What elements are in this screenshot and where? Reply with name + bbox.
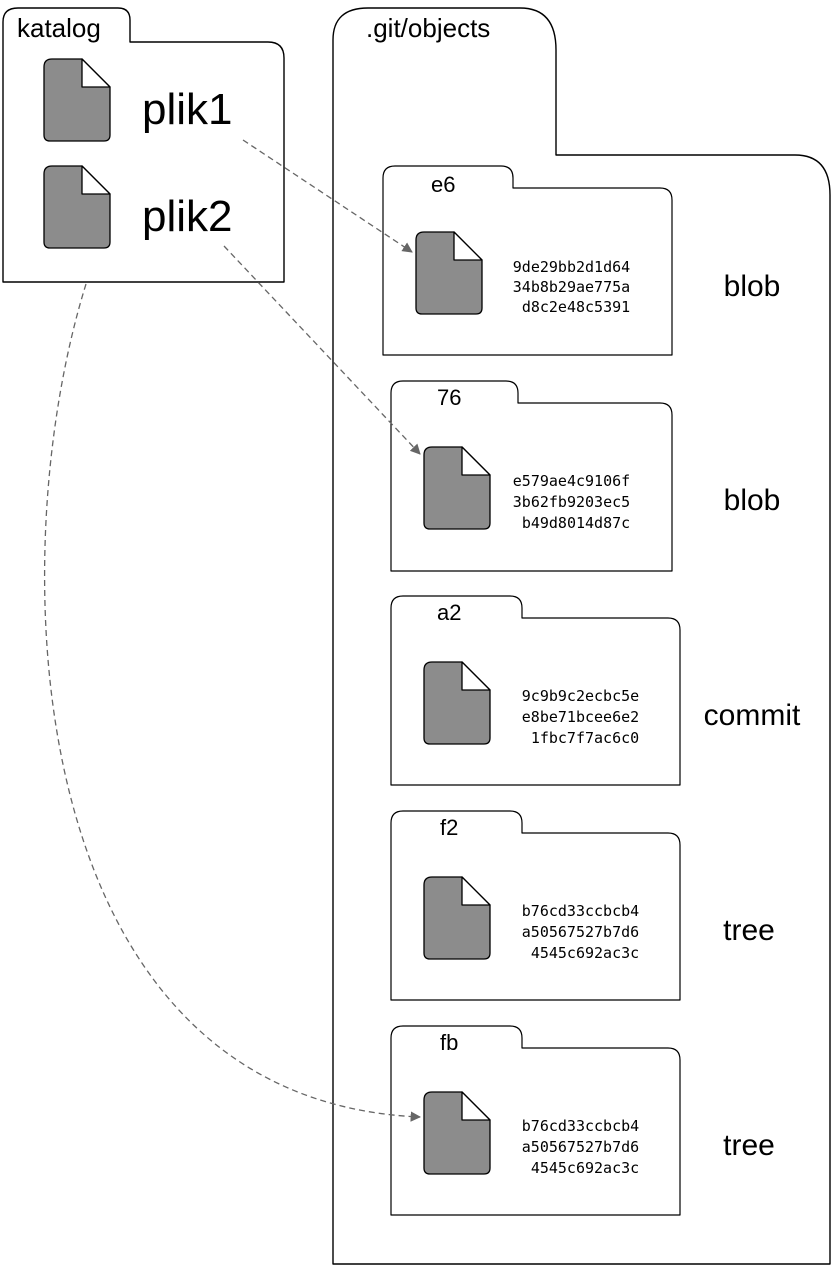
hash-line: b49d8014d87c: [522, 514, 630, 532]
hash-line: d8c2e48c5391: [522, 298, 630, 316]
arrow-katalog-to-fb: [44, 283, 422, 1122]
folder-name: 76: [437, 385, 461, 410]
file-plik2: plik2: [43, 165, 233, 249]
workdir-folder: katalog plik1 plik2: [2, 7, 285, 283]
object-hash: e579ae4c9106f 3b62fb9203ec5 b49d8014d87c: [513, 472, 639, 532]
hash-line: e8be71bcee6e2: [522, 708, 639, 726]
object-folder-e6: e6 9de29bb2d1d64 34b8b29ae775a d8c2e48c5…: [382, 165, 781, 356]
object-folder-f2: f2 b76cd33ccbcb4 a50567527b7d6 4545c692a…: [390, 810, 775, 1001]
hash-line: 9de29bb2d1d64: [513, 258, 630, 276]
hash-line: b76cd33ccbcb4: [522, 902, 639, 920]
hash-line: 34b8b29ae775a: [513, 278, 630, 296]
hash-line: e579ae4c9106f: [513, 472, 630, 490]
hash-line: b76cd33ccbcb4: [522, 1117, 639, 1135]
hash-line: 1fbc7f7ac6c0: [531, 729, 639, 747]
folder-name: e6: [431, 172, 455, 197]
object-hash: 9c9b9c2ecbc5e e8be71bcee6e2 1fbc7f7ac6c0: [522, 687, 648, 747]
folder-name: f2: [440, 815, 458, 840]
file-plik1: plik1: [43, 58, 233, 142]
object-hash: b76cd33ccbcb4 a50567527b7d6 4545c692ac3c: [522, 902, 648, 962]
object-type: blob: [724, 270, 781, 303]
folder-name: fb: [440, 1030, 458, 1055]
reference-arrows: [44, 139, 422, 1122]
object-type: commit: [704, 699, 801, 732]
hash-line: 4545c692ac3c: [531, 944, 639, 962]
arrow-plik1-to-e6: [242, 139, 413, 253]
object-type: tree: [723, 914, 775, 947]
folder-name: a2: [437, 600, 461, 625]
file-name-plik1: plik1: [142, 85, 233, 134]
hash-line: a50567527b7d6: [522, 923, 639, 941]
arrow-plik2-to-76: [223, 245, 421, 455]
workdir-folder-title: katalog: [17, 13, 101, 43]
object-hash: 9de29bb2d1d64 34b8b29ae775a d8c2e48c5391: [513, 258, 639, 316]
object-folder-a2: a2 9c9b9c2ecbc5e e8be71bcee6e2 1fbc7f7ac…: [390, 595, 801, 786]
hash-line: a50567527b7d6: [522, 1138, 639, 1156]
object-type: tree: [723, 1129, 775, 1162]
objects-folder-title: .git/objects: [366, 13, 490, 43]
hash-line: 9c9b9c2ecbc5e: [522, 687, 639, 705]
file-name-plik2: plik2: [142, 192, 233, 241]
hash-line: 3b62fb9203ec5: [513, 493, 630, 511]
object-folder-fb: fb b76cd33ccbcb4 a50567527b7d6 4545c692a…: [390, 1025, 775, 1216]
hash-line: 4545c692ac3c: [531, 1159, 639, 1177]
object-hash: b76cd33ccbcb4 a50567527b7d6 4545c692ac3c: [522, 1117, 648, 1177]
object-folder-76: 76 e579ae4c9106f 3b62fb9203ec5 b49d8014d…: [390, 380, 781, 572]
object-type: blob: [724, 484, 781, 517]
